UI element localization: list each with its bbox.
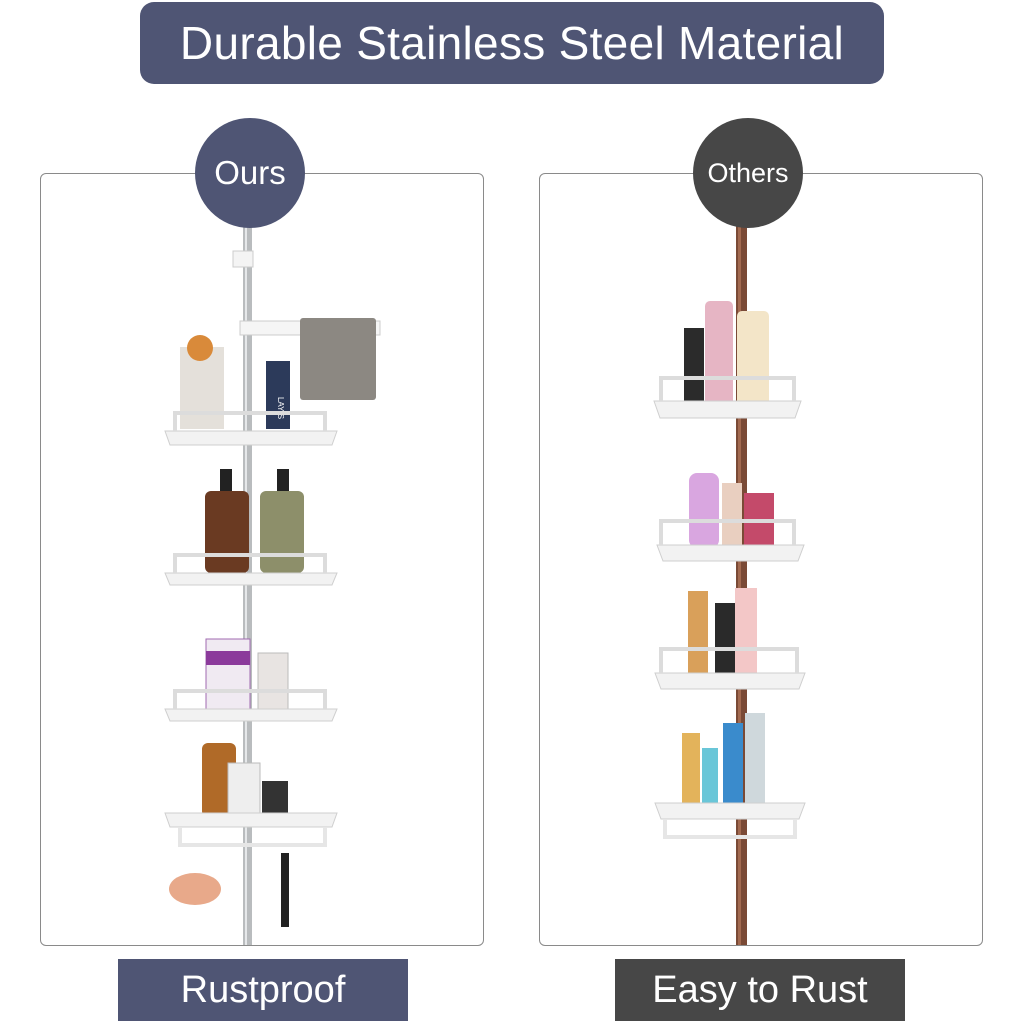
- title-text: Durable Stainless Steel Material: [179, 17, 845, 69]
- bath-sponge: [169, 873, 221, 905]
- other-shelf-4: [654, 713, 806, 839]
- svg-text:LAYIS: LAYIS: [276, 397, 285, 419]
- rustproof-label: Rustproof: [118, 959, 408, 1021]
- shelf-1: LAYIS: [164, 335, 338, 446]
- shelf-3: [164, 638, 338, 722]
- other-shelf-2: [656, 473, 805, 562]
- ours-shower-caddy-illustration: LAYIS: [164, 227, 381, 945]
- razor: [281, 853, 289, 927]
- other-shelf-1: [653, 301, 802, 419]
- title-banner: Durable Stainless Steel Material: [140, 2, 884, 84]
- towel: [300, 318, 376, 400]
- shelf-4: [164, 743, 338, 927]
- other-shelf-3: [654, 588, 806, 690]
- rusty-pole: [736, 225, 747, 945]
- others-badge: Others: [693, 118, 803, 228]
- stainless-pole: [243, 227, 252, 945]
- ours-badge: Ours: [195, 118, 305, 228]
- others-shower-caddy-illustration: [653, 225, 806, 945]
- shelf-2: [164, 469, 338, 586]
- easy-to-rust-label: Easy to Rust: [615, 959, 905, 1021]
